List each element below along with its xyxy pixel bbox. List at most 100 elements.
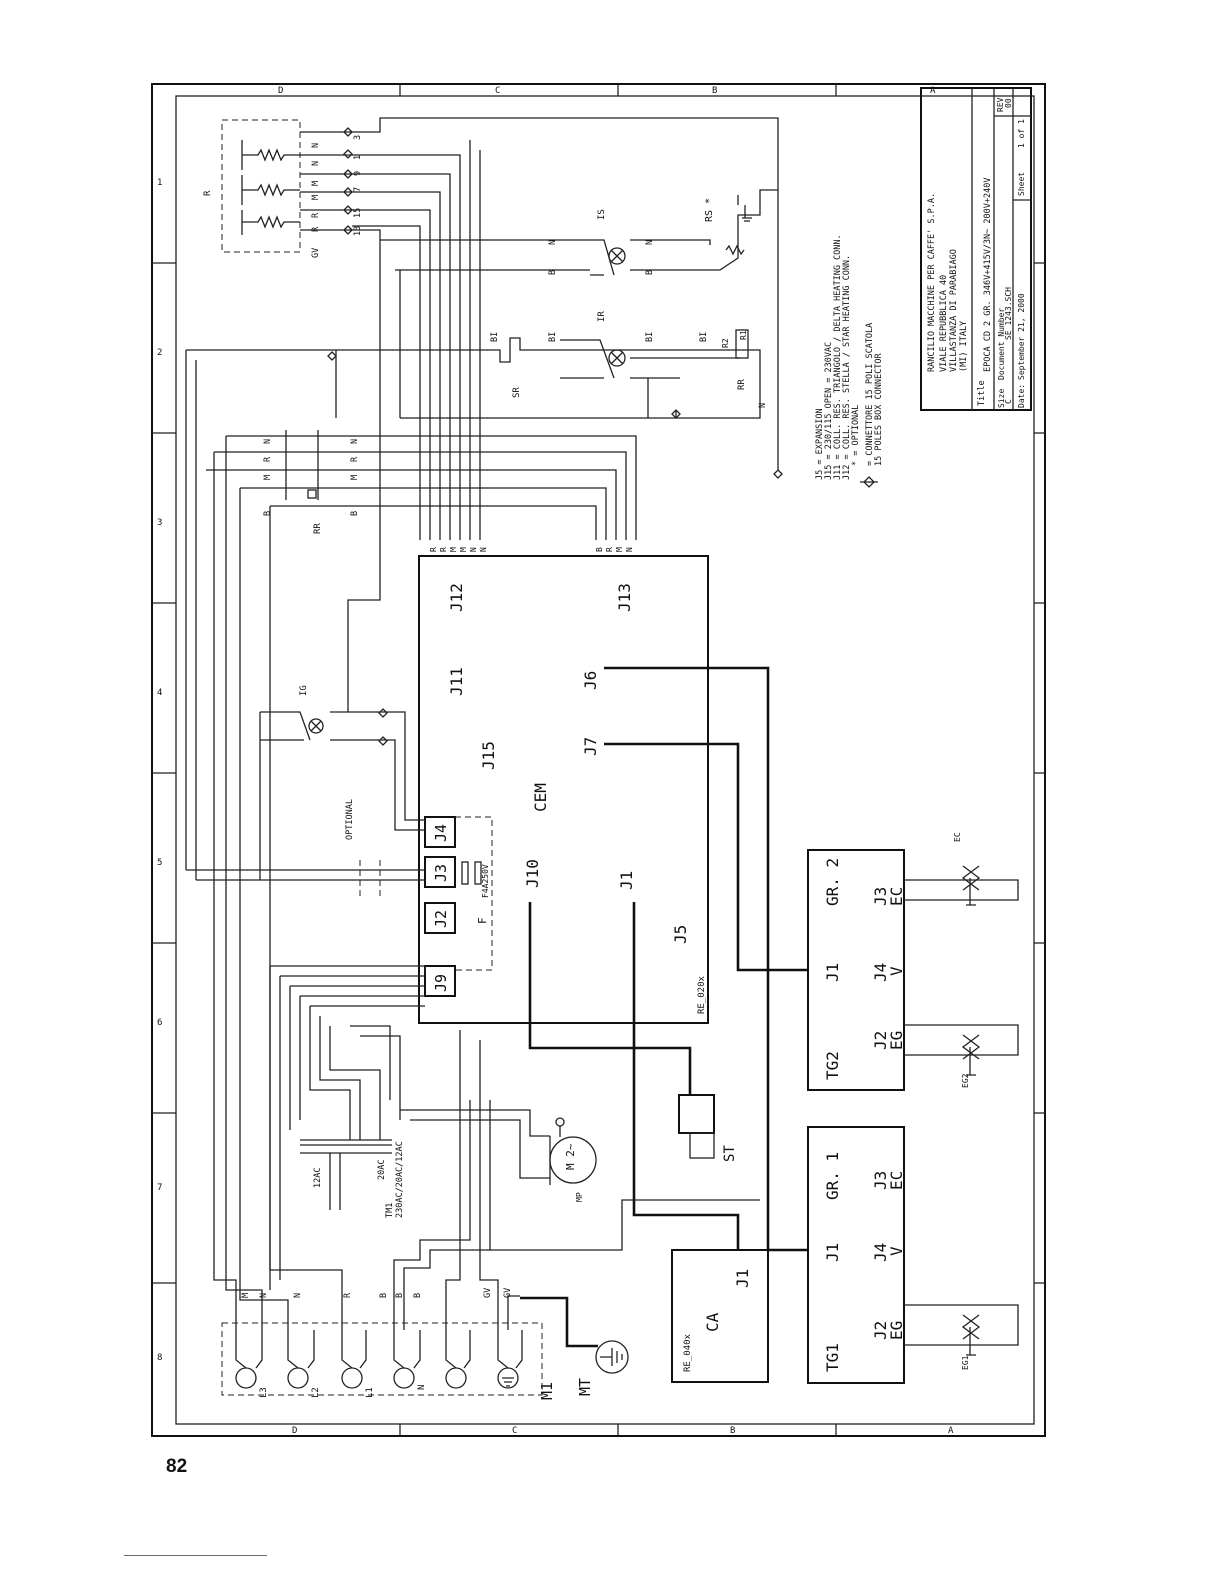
tg2-ec: EC — [887, 887, 906, 906]
ig-label: IG — [299, 685, 309, 696]
cem-j7: J7 — [581, 737, 600, 756]
heater-wire-m2: M — [311, 195, 321, 200]
cem-top-pins: R R M M N N B R M N — [429, 547, 634, 552]
company-line-4: (MI) ITALY — [959, 321, 969, 372]
wire-code-bi-c: BI — [645, 332, 655, 342]
tw-b3: B — [413, 1293, 423, 1298]
heater-label: R — [203, 190, 213, 196]
is-switch: IS RS * — [380, 189, 778, 276]
border-letter-b: B — [712, 86, 717, 96]
terminal-l3: L3 — [259, 1387, 269, 1398]
tg1-j4: J4 — [871, 1243, 890, 1262]
border-letter-c-bottom: C — [512, 1426, 517, 1436]
tg2-v: V — [887, 966, 906, 976]
terminal-wire-labels: M N N R B B B GV GV — [241, 1288, 513, 1298]
rev-label: REV — [996, 97, 1005, 112]
cem-j4: J4 — [432, 824, 450, 842]
tg2-j2: J2 — [871, 1031, 890, 1050]
heater-pin-15: 15 — [353, 208, 363, 218]
inner-frame — [175, 95, 1035, 1425]
is-label: IS — [597, 209, 607, 220]
tg2-eg: EG — [887, 1031, 906, 1050]
terminal-n: N — [417, 1385, 427, 1390]
cem-pin-r: R — [605, 547, 614, 552]
heater-pin-3: 3 — [353, 135, 363, 140]
mt-ground: MT — [576, 1340, 629, 1396]
r2-label: R2 — [721, 338, 730, 348]
tg1-j2: J2 — [871, 1321, 890, 1340]
title-block: RANCILIO MACCHINE PER CAFFE' S.P.A. VIAL… — [920, 87, 1032, 411]
border-letter-a: A — [930, 86, 936, 96]
tg2-gr: GR. 2 — [823, 858, 842, 906]
border-num-4: 4 — [157, 688, 162, 698]
cem-j3: J3 — [432, 864, 450, 882]
rr-wire-b-a: B — [263, 511, 273, 516]
tw-r: R — [343, 1292, 353, 1298]
wire-code-n-b: N — [645, 240, 655, 245]
cem-pin-n1: N — [469, 547, 478, 552]
pump-motor: M 2~ MP — [400, 1109, 597, 1202]
heater-wire-gv: GV — [311, 248, 321, 258]
tm1-spec: 230AC/20AC/12AC — [395, 1141, 405, 1218]
tg1-eg: EG — [887, 1321, 906, 1340]
terminal-l1: L1 — [365, 1387, 375, 1398]
tg2-j4: J4 — [871, 963, 890, 982]
legend-line-1: J5 = EXPANSION — [815, 408, 825, 480]
ig-switch: IG OPTIONAL — [185, 350, 425, 900]
st-sensor: ST — [678, 1094, 738, 1162]
page-number: 82 — [166, 1456, 188, 1477]
fuse-letter: F — [476, 917, 489, 924]
docnum-label: Document Number — [997, 308, 1006, 380]
cem-j10: J10 — [523, 859, 542, 888]
legend-line-5: * = OPTIONAL — [851, 405, 861, 466]
border-num-3: 3 — [157, 518, 162, 528]
cem-j5: J5 — [671, 925, 690, 944]
cem-pin-b: B — [595, 547, 604, 552]
rr-wire-b-b: B — [350, 511, 360, 516]
legend-line-6: = CONNETTORE 15 POLI SCATOLA — [865, 323, 875, 466]
wire-code-bi-a: BI — [490, 332, 500, 342]
rr-wire-r-a: R — [263, 456, 273, 462]
border-num-8: 8 — [157, 1353, 162, 1363]
tg1-v: V — [887, 1246, 906, 1256]
cem-pin-n2: N — [479, 547, 488, 552]
heater-wire-r2: R — [311, 226, 321, 232]
wire-code-bi-b: BI — [548, 332, 558, 342]
title-value: EPOCA CD 2 GR. 346V+415V/3N~ 200V+240V — [983, 178, 993, 372]
tw-n1: N — [259, 1293, 269, 1298]
heater-wire-r1: R — [311, 212, 321, 218]
tw-m: M — [241, 1293, 251, 1298]
rr-wire-r-b: R — [350, 456, 360, 462]
cem-pin-m2: M — [459, 547, 468, 552]
wire-code-n-a: N — [548, 240, 558, 245]
tw-n2: N — [293, 1293, 303, 1298]
optional-label: OPTIONAL — [345, 799, 355, 840]
border-num-5: 5 — [157, 858, 162, 868]
terminal-l2: L2 — [311, 1387, 321, 1398]
cem-pin-m1: M — [449, 547, 458, 552]
docnum-value: SE_1243.SCH — [1004, 287, 1013, 340]
border-labels: D C B A D C B A 1 2 3 4 5 6 7 8 — [157, 86, 954, 1436]
outer-frame — [151, 83, 1046, 1437]
border-letter-d: D — [278, 86, 283, 96]
wire-code-labels-top: N B N B BI BI BI BI N — [490, 240, 768, 408]
tm1-label: TM1 — [385, 1203, 395, 1218]
fuse-rating: F4A250V — [481, 864, 490, 898]
eg1-label: EG1 — [961, 1355, 970, 1370]
border-ticks — [152, 84, 1045, 1436]
rr-wire-m-a: M — [263, 475, 273, 480]
signal-lines — [520, 666, 808, 1348]
border-num-7: 7 — [157, 1183, 162, 1193]
cem-j6: J6 — [581, 671, 600, 690]
cem-j13: J13 — [615, 583, 634, 612]
transformer-tm1: 12AC 20AC TM1 230AC/20AC/12AC — [269, 965, 426, 1290]
cem-board: J12 J13 J11 J6 J15 J7 CEM J10 J1 J5 RE_0… — [418, 555, 709, 1024]
tg1-j3: J3 — [871, 1171, 890, 1190]
border-letter-b-bottom: B — [730, 1426, 735, 1436]
company-line-1: RANCILIO MACCHINE PER CAFFE' S.P.A. — [927, 193, 937, 372]
cem-j12: J12 — [447, 583, 466, 612]
ca-model: RE_040x — [683, 1333, 693, 1372]
rr-wire-n-a: N — [263, 439, 273, 444]
m1-label: M1 — [538, 1382, 556, 1400]
